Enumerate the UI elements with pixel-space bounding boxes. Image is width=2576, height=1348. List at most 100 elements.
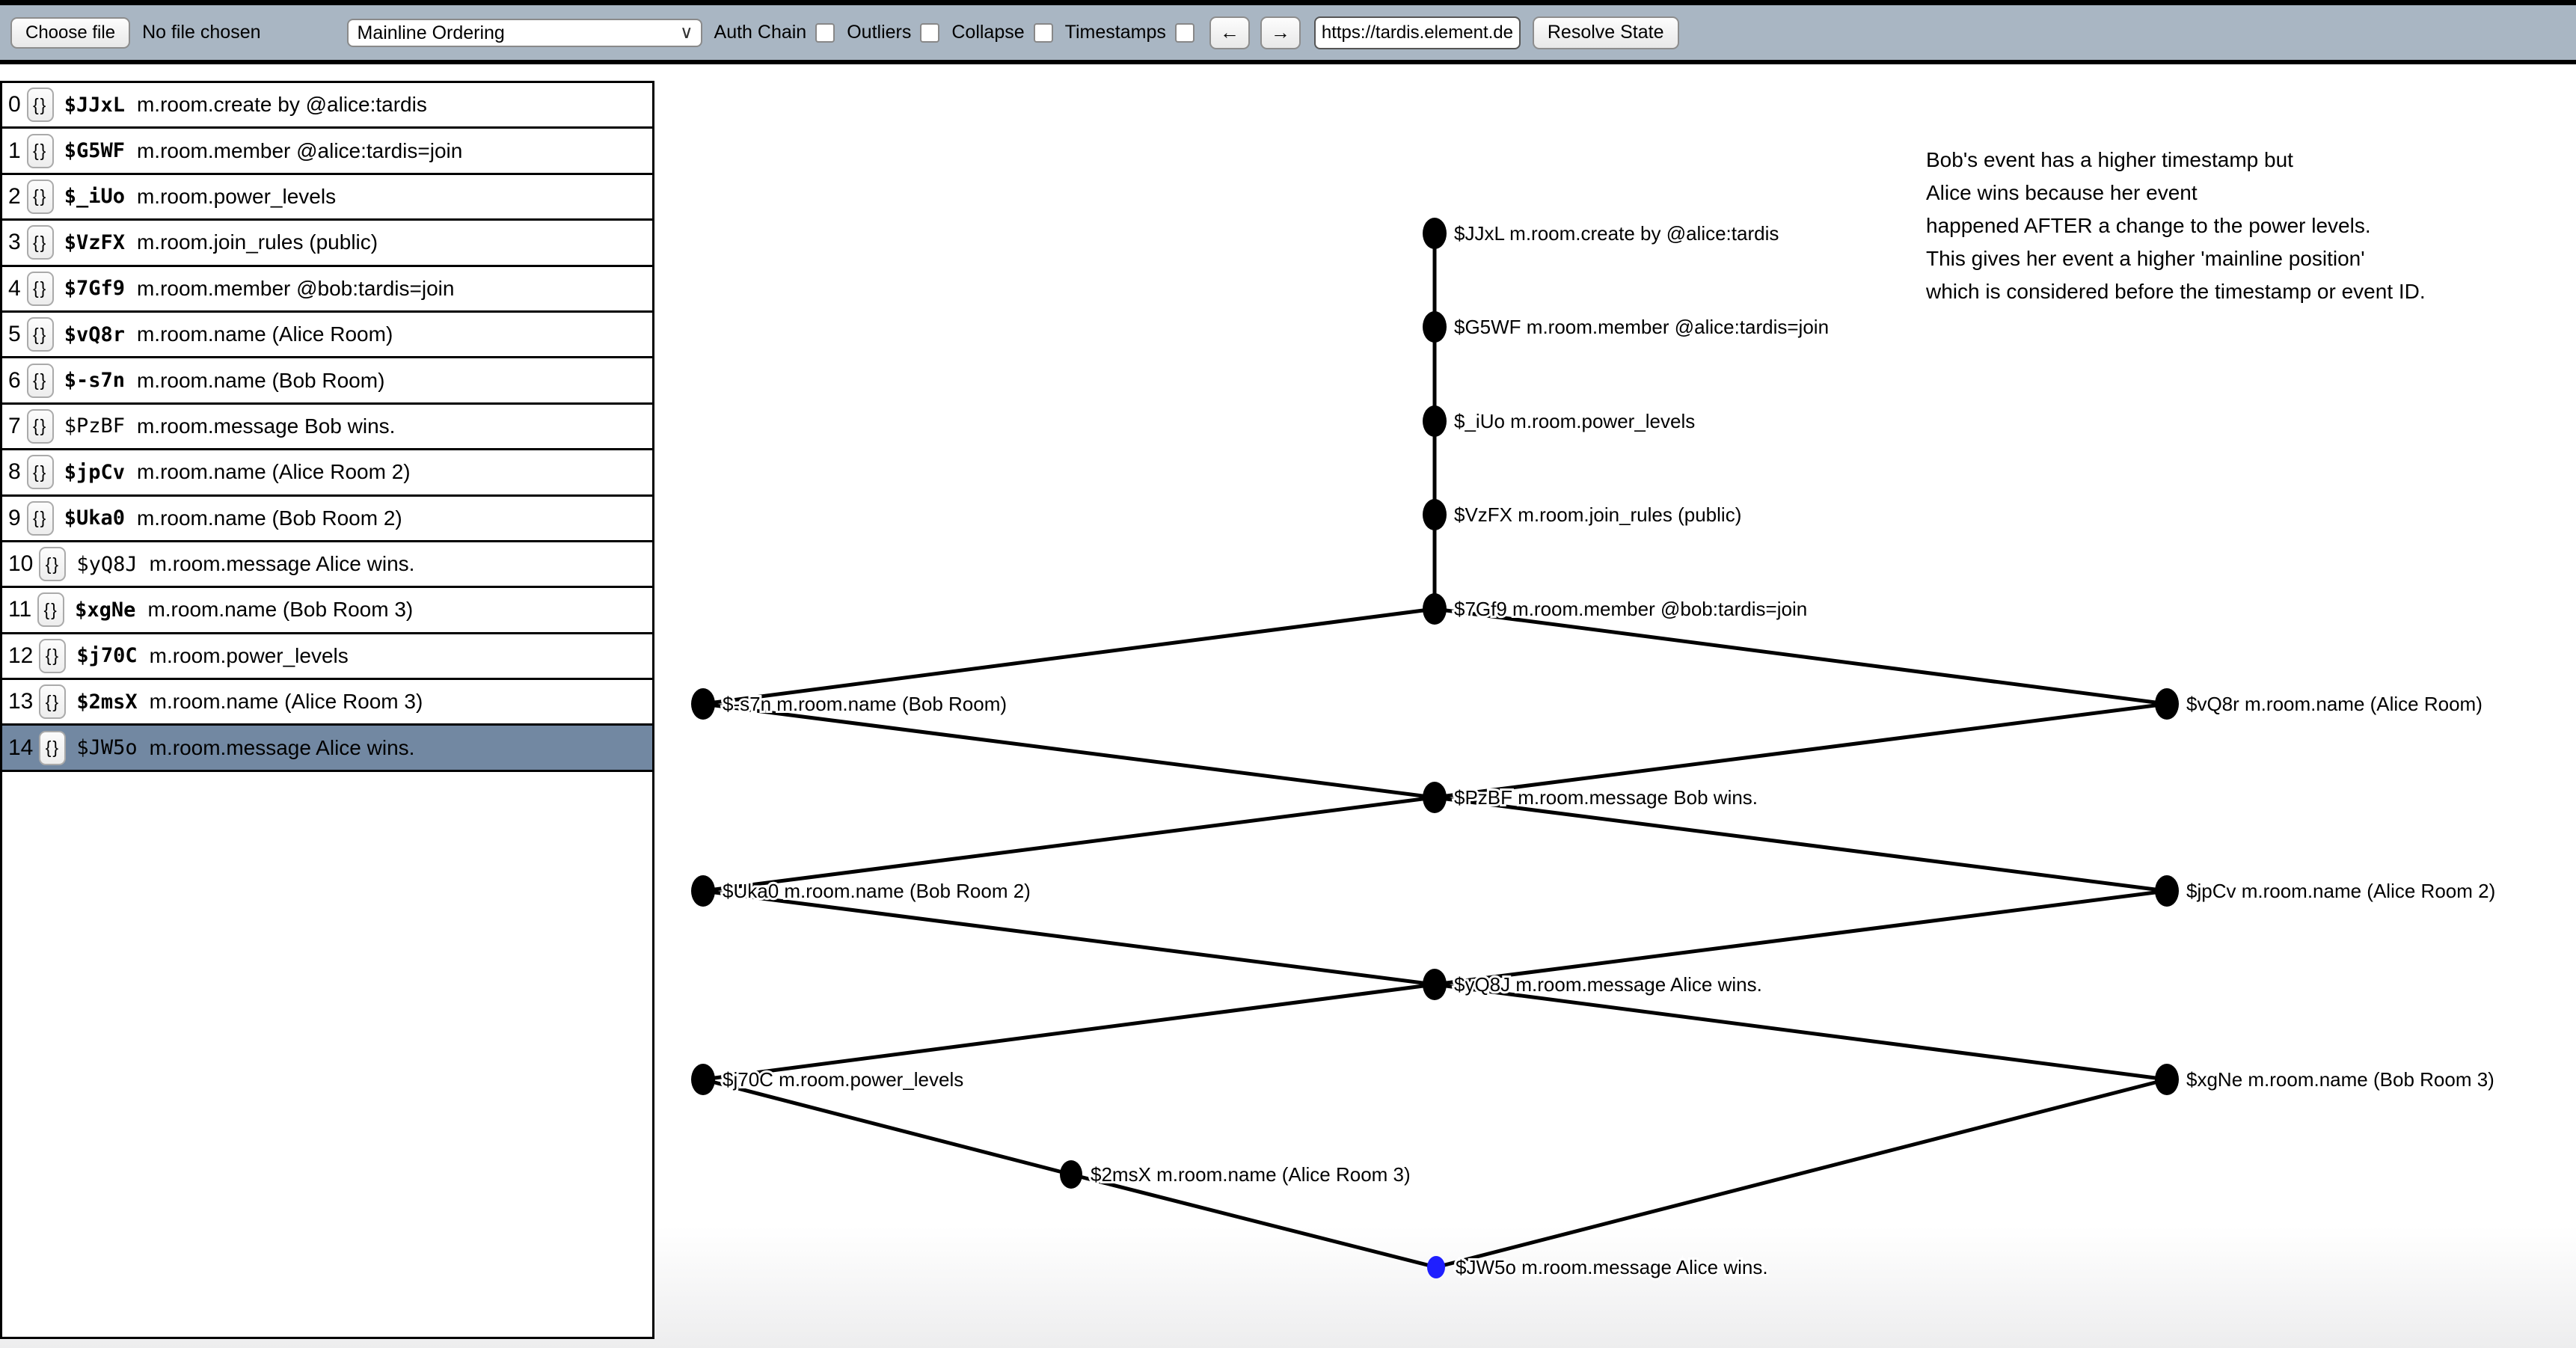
graph-node-label: $-s7n m.room.name (Bob Room) <box>723 693 1007 715</box>
event-id: $jpCv <box>64 460 125 484</box>
graph-node[interactable] <box>1423 593 1447 625</box>
event-id: $JJxL <box>64 93 125 117</box>
event-description: m.room.power_levels <box>149 643 349 667</box>
json-braces-button[interactable]: {} <box>26 225 54 260</box>
graph-node-label: $j70C m.room.power_levels <box>723 1068 963 1091</box>
event-description: m.room.message Bob wins. <box>136 414 396 438</box>
graph-edge <box>1434 795 2168 893</box>
graph-node[interactable] <box>1060 1160 1082 1189</box>
event-id: $_iUo <box>64 185 125 209</box>
json-braces-button[interactable]: {} <box>39 638 67 673</box>
timestamps-checkbox[interactable] <box>1174 22 1195 43</box>
event-id: $G5WF <box>64 139 125 163</box>
resolve-state-button[interactable]: Resolve State <box>1532 16 1679 49</box>
graph-edge <box>1070 1172 1437 1269</box>
json-braces-button[interactable]: {} <box>26 455 54 490</box>
event-index: 13 <box>8 689 34 714</box>
graph-node[interactable] <box>1423 405 1447 437</box>
event-description: m.room.name (Alice Room 2) <box>136 460 411 484</box>
file-status-label: No file chosen <box>142 22 261 43</box>
timestamps-label: Timestamps <box>1064 22 1166 43</box>
graph-node[interactable] <box>1423 782 1447 813</box>
event-description: m.room.join_rules (public) <box>136 230 378 254</box>
ordering-select[interactable]: Mainline Ordering <box>346 18 702 47</box>
graph-edge <box>702 702 1435 800</box>
event-description: m.room.member @bob:tardis=join <box>136 276 455 300</box>
collapse-checkbox[interactable] <box>1033 22 1053 43</box>
graph-node[interactable] <box>2155 1064 2179 1095</box>
graph-edge <box>702 982 1435 1082</box>
graph-node[interactable] <box>691 688 715 720</box>
json-braces-button[interactable]: {} <box>26 317 54 352</box>
graph-node[interactable] <box>691 1064 715 1095</box>
server-url-input[interactable] <box>1313 16 1521 49</box>
graph-node[interactable] <box>2155 688 2179 720</box>
step-back-button[interactable]: ← <box>1209 16 1250 49</box>
json-braces-button[interactable]: {} <box>26 408 54 444</box>
graph-edge <box>1434 889 2168 987</box>
graph-edge <box>1434 982 2168 1082</box>
event-list-row[interactable]: 7{} $PzBF m.room.message Bob wins. <box>2 404 652 451</box>
event-id: $7Gf9 <box>64 277 125 301</box>
annotation-line: happened AFTER a change to the power lev… <box>1926 214 2371 237</box>
event-description: m.room.power_levels <box>136 184 337 208</box>
json-braces-button[interactable]: {} <box>39 547 67 582</box>
json-braces-button[interactable]: {} <box>39 730 67 765</box>
graph-node[interactable] <box>1423 499 1447 530</box>
json-braces-button[interactable]: {} <box>26 179 54 214</box>
graph-node[interactable] <box>691 875 715 907</box>
graph-node-label: $7Gf9 m.room.member @bob:tardis=join <box>1454 598 1807 620</box>
event-description: m.room.name (Alice Room) <box>136 322 393 346</box>
graph-node-label: $2msX m.room.name (Alice Room 3) <box>1091 1163 1411 1186</box>
event-id: $PzBF <box>64 414 125 438</box>
graph-node[interactable] <box>1427 1256 1445 1278</box>
graph-node-label: $Uka0 m.room.name (Bob Room 2) <box>723 880 1031 902</box>
annotation-line: Bob's event has a higher timestamp but <box>1926 148 2293 171</box>
graph-node[interactable] <box>1423 218 1447 249</box>
graph-node[interactable] <box>1423 969 1447 1000</box>
graph-node-label: $JW5o m.room.message Alice wins. <box>1456 1256 1768 1278</box>
json-braces-button[interactable]: {} <box>39 684 67 720</box>
step-forward-button[interactable]: → <box>1260 16 1301 49</box>
json-braces-button[interactable]: {} <box>26 500 54 536</box>
graph-node-label: $yQ8J m.room.message Alice wins. <box>1454 973 1762 996</box>
event-index: 2 <box>8 183 21 209</box>
graph-node[interactable] <box>2155 875 2179 907</box>
event-description: m.room.name (Bob Room 2) <box>136 506 402 530</box>
json-braces-button[interactable]: {} <box>37 592 65 628</box>
json-braces-button[interactable]: {} <box>26 363 54 398</box>
choose-file-button[interactable]: Choose file <box>10 16 131 49</box>
outliers-label: Outliers <box>847 22 912 43</box>
event-list-row[interactable]: 2{} $_iUo m.room.power_levels <box>2 174 652 221</box>
event-index: 7 <box>8 413 21 438</box>
auth-chain-checkbox[interactable] <box>815 22 835 43</box>
graph-node[interactable] <box>1423 311 1447 343</box>
event-description: m.room.create by @alice:tardis <box>136 93 427 117</box>
event-id: $Uka0 <box>64 506 125 530</box>
json-braces-button[interactable]: {} <box>26 133 54 168</box>
json-braces-button[interactable]: {} <box>26 271 54 306</box>
annotation-line: This gives her event a higher 'mainline … <box>1926 247 2365 270</box>
event-index: 9 <box>8 505 21 530</box>
event-index: 11 <box>8 597 32 622</box>
json-braces-button[interactable]: {} <box>26 88 54 123</box>
event-description: m.room.name (Bob Room 3) <box>147 598 414 622</box>
graph-edge <box>1435 1077 2168 1269</box>
outliers-checkbox[interactable] <box>920 22 940 43</box>
event-list-row[interactable]: 9{} $Uka0 m.room.name (Bob Room 2) <box>2 496 652 542</box>
graph-edge <box>1434 702 2168 800</box>
